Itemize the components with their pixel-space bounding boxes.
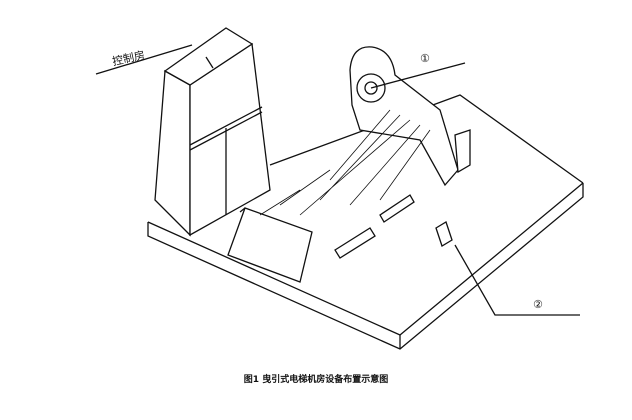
- marker-2-leader: [454, 244, 580, 316]
- cabinet: [227, 207, 313, 283]
- traction-machine: [349, 46, 471, 187]
- floor-slab: [147, 94, 584, 350]
- control-room-leader: [95, 44, 193, 75]
- cable-strands: [259, 109, 431, 216]
- marker-2-label: ②: [533, 298, 543, 311]
- figure-caption: 图1 曳引式电梯机房设备布置示意图: [243, 375, 389, 385]
- control-room: [154, 27, 271, 237]
- floor-beams: [334, 194, 415, 259]
- marker-1-label: ①: [420, 52, 430, 65]
- switch-box: [435, 221, 453, 247]
- marker-1-leader: [370, 62, 466, 89]
